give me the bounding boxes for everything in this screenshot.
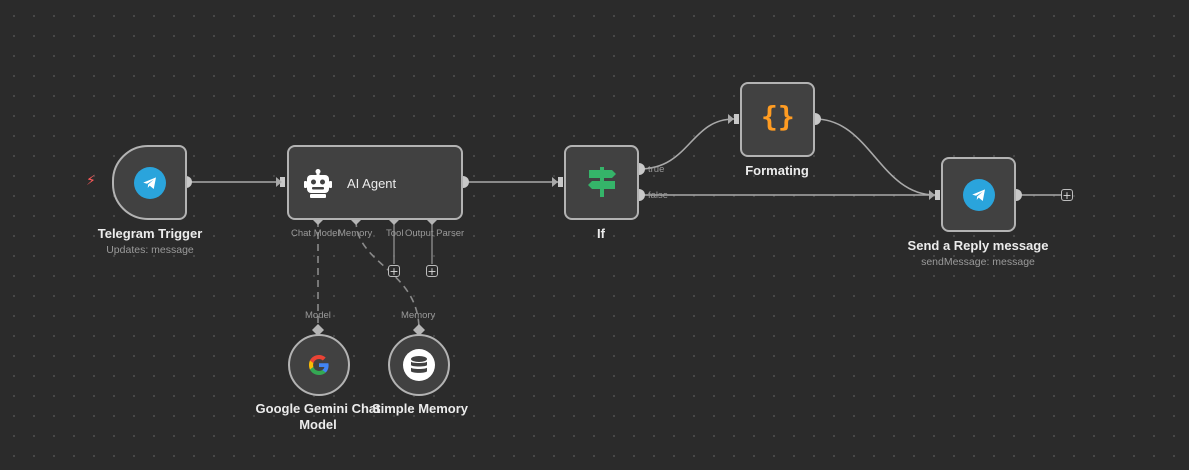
wire-agent-to-memory bbox=[355, 219, 420, 331]
robot-icon bbox=[304, 169, 332, 204]
telegram-icon bbox=[963, 179, 995, 211]
simple-memory-node[interactable] bbox=[388, 334, 450, 396]
memory-label: Memory bbox=[338, 228, 373, 239]
memory-port-label: Memory bbox=[401, 310, 436, 321]
send-reply-title: Send a Reply message bbox=[907, 238, 1049, 253]
code-braces-icon: {} bbox=[761, 100, 795, 133]
formating-node[interactable]: {} bbox=[740, 82, 815, 157]
trigger-bolt-icon: ⚡ bbox=[86, 173, 96, 189]
arrow-head bbox=[552, 177, 558, 187]
add-output-parser-button[interactable]: + bbox=[426, 264, 438, 278]
arrow-head bbox=[728, 114, 734, 124]
simple-memory-title: Simple Memory bbox=[371, 401, 469, 416]
add-tool-button[interactable]: + bbox=[388, 264, 400, 278]
gemini-title: Google Gemini Chat Model bbox=[255, 401, 381, 432]
arrow-head bbox=[276, 177, 282, 187]
wire-formating-to-send bbox=[814, 118, 936, 196]
formating-input-port[interactable] bbox=[734, 114, 739, 124]
if-title: If bbox=[597, 226, 605, 241]
ai-agent-title: AI Agent bbox=[347, 176, 397, 191]
arrow-head bbox=[929, 190, 935, 200]
send-input-port[interactable] bbox=[935, 190, 940, 200]
output-parser-label: Output Parser bbox=[405, 228, 465, 239]
telegram-trigger-subtitle: Updates: message bbox=[106, 244, 194, 256]
send-reply-node[interactable] bbox=[941, 157, 1016, 232]
database-icon bbox=[403, 349, 435, 381]
tool-label: Tool bbox=[386, 228, 404, 239]
add-node-button[interactable]: + bbox=[1061, 188, 1073, 202]
telegram-trigger-title: Telegram Trigger bbox=[97, 226, 203, 241]
gemini-model-port[interactable] bbox=[312, 324, 324, 336]
if-node[interactable] bbox=[564, 145, 639, 220]
telegram-icon bbox=[134, 167, 166, 199]
telegram-trigger-node[interactable] bbox=[112, 145, 187, 220]
gemini-port-label: Model bbox=[305, 310, 331, 321]
send-reply-subtitle: sendMessage: message bbox=[921, 256, 1035, 268]
if-false-label: false bbox=[648, 190, 669, 201]
gemini-node[interactable] bbox=[288, 334, 350, 396]
formating-title: Formating bbox=[745, 163, 809, 178]
if-input-port[interactable] bbox=[558, 177, 563, 187]
chat-model-label: Chat Model bbox=[291, 228, 340, 239]
agent-input-port[interactable] bbox=[280, 177, 285, 187]
if-true-label: true bbox=[648, 164, 665, 175]
google-icon bbox=[306, 352, 332, 378]
simple-memory-port[interactable] bbox=[413, 324, 425, 336]
signpost-icon bbox=[586, 165, 618, 204]
ai-agent-node[interactable]: AI Agent bbox=[287, 145, 463, 220]
wire-if-true-to-formating bbox=[638, 118, 735, 170]
